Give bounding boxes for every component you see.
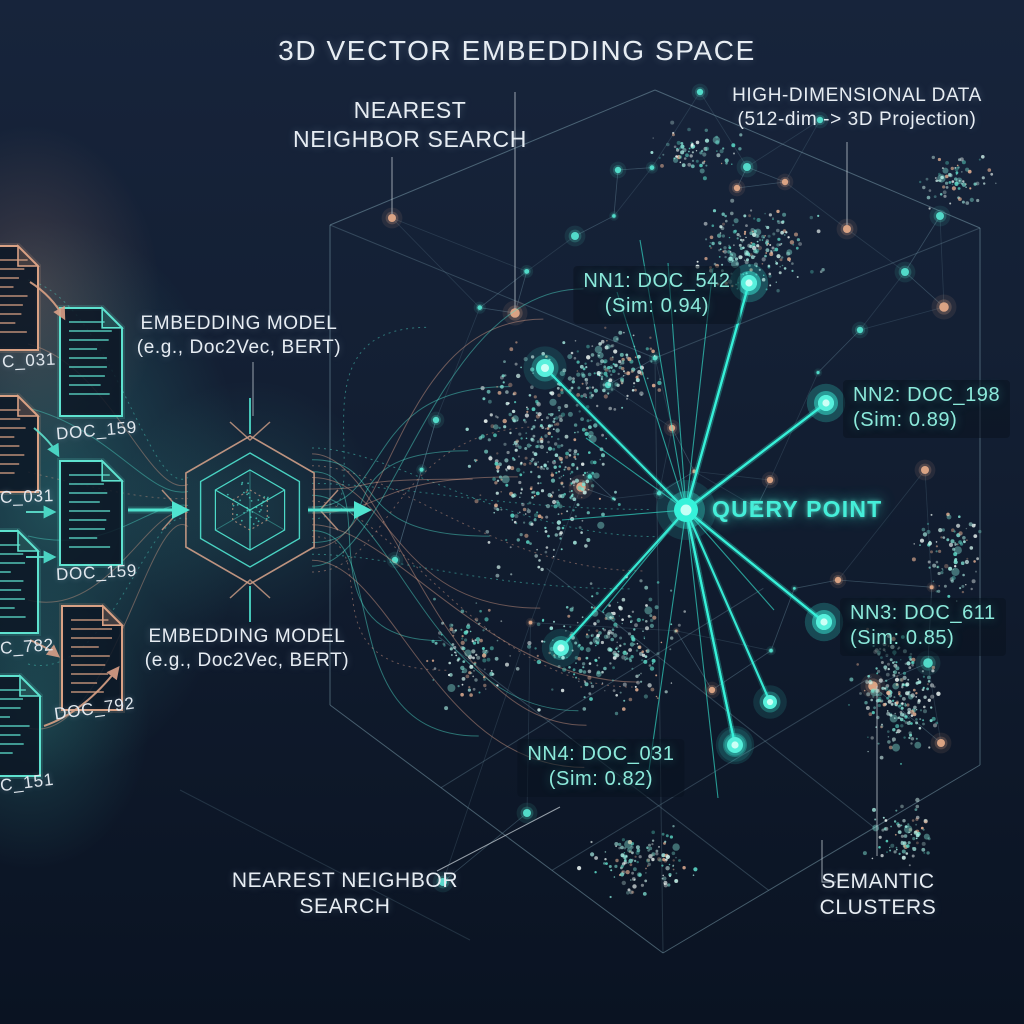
query-point — [656, 480, 716, 540]
flow-lines — [27, 279, 659, 768]
point-cloud — [426, 120, 997, 899]
pointer-lines — [252, 92, 878, 883]
embedding-model-icon — [128, 398, 372, 622]
neighbor-nodes — [523, 263, 846, 765]
document-icons — [0, 243, 125, 779]
